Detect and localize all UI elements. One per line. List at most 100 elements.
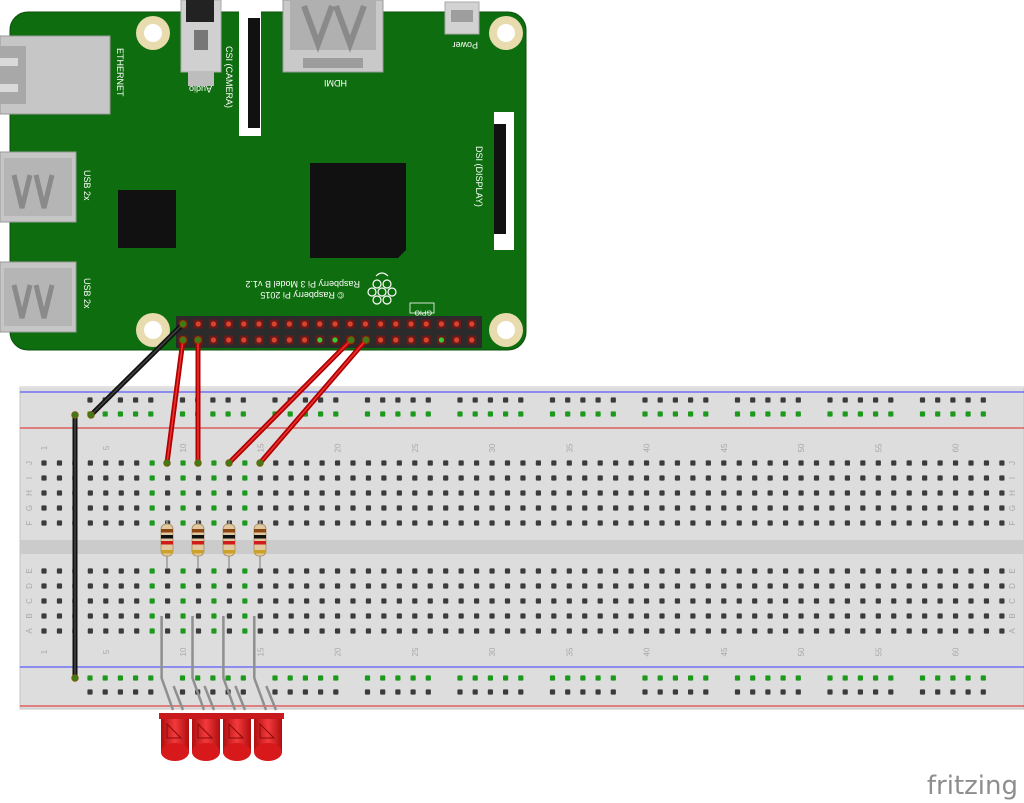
breadboard-hole <box>752 490 758 496</box>
rail-hole <box>950 411 956 417</box>
breadboard-hole <box>643 460 650 466</box>
breadboard-hole <box>721 583 727 589</box>
breadboard-hole <box>597 505 603 511</box>
breadboard-hole <box>443 505 449 511</box>
breadboard-hole <box>551 520 557 526</box>
breadboard-hole <box>334 598 341 604</box>
breadboard-hole <box>273 460 279 466</box>
breadboard-hole <box>304 490 310 496</box>
breadboard-hole <box>937 598 943 604</box>
breadboard-hole <box>365 520 372 526</box>
resistors <box>160 520 267 568</box>
rail-hole <box>672 411 678 417</box>
breadboard-hole <box>396 520 402 526</box>
breadboard-hole <box>968 505 974 511</box>
breadboard-hole <box>690 520 696 526</box>
rail-hole <box>965 675 971 681</box>
breadboard-hole <box>752 628 758 634</box>
breadboard-hole <box>690 568 696 574</box>
breadboard-hole <box>520 520 526 526</box>
rail-hole <box>688 675 694 681</box>
breadboard-hole <box>304 475 310 481</box>
model-line-1: Raspberry Pi 3 Model B v1.2 <box>245 279 360 289</box>
breadboard-hole <box>149 583 155 589</box>
mounting-holes <box>136 16 523 347</box>
breadboard-hole <box>149 613 155 619</box>
breadboard-hole <box>535 475 541 481</box>
breadboard-hole <box>427 475 433 481</box>
breadboard-hole <box>551 598 557 604</box>
breadboard-hole <box>288 460 294 466</box>
breadboard-hole <box>705 613 711 619</box>
breadboard-hole <box>149 568 155 574</box>
row-letter: D <box>1008 583 1017 589</box>
breadboard-hole <box>504 505 511 511</box>
breadboard-hole <box>474 460 480 466</box>
breadboard-hole <box>273 505 279 511</box>
gpio-pin <box>393 321 399 327</box>
breadboard-hole <box>597 613 603 619</box>
breadboard-hole <box>273 520 279 526</box>
breadboard-hole <box>705 460 711 466</box>
breadboard-hole <box>628 475 634 481</box>
breadboard-hole <box>582 520 588 526</box>
breadboard-hole <box>674 520 681 526</box>
breadboard-hole <box>690 628 696 634</box>
rail-hole <box>765 689 771 695</box>
rail-hole <box>117 411 123 417</box>
rail-hole <box>457 675 463 681</box>
rail-hole <box>410 411 416 417</box>
breadboard-hole <box>813 613 820 619</box>
rail-hole <box>935 411 941 417</box>
breadboard-hole <box>180 628 186 634</box>
breadboard-hole <box>597 460 603 466</box>
breadboard-hole <box>643 598 650 604</box>
breadboard-hole <box>891 475 897 481</box>
breadboard-hole <box>319 475 325 481</box>
usb-label-1: USB 2x <box>82 170 92 201</box>
rail-hole <box>642 689 648 695</box>
breadboard-hole <box>566 598 572 604</box>
breadboard-hole <box>489 475 495 481</box>
breadboard-hole <box>860 475 866 481</box>
breadboard-hole <box>474 583 480 589</box>
breadboard-hole <box>535 628 541 634</box>
column-number: 30 <box>488 443 497 452</box>
fritzing-watermark: fritzing <box>926 771 1018 801</box>
rail-hole <box>225 675 231 681</box>
breadboard-hole <box>134 475 140 481</box>
breadboard-hole <box>705 598 711 604</box>
breadboard-hole <box>566 490 572 496</box>
rail-hole <box>487 397 493 403</box>
breadboard-hole <box>535 460 541 466</box>
breadboard-hole <box>103 520 109 526</box>
rail-hole <box>240 689 246 695</box>
breadboard-hole <box>659 628 665 634</box>
breadboard-hole <box>628 490 634 496</box>
breadboard-hole <box>195 490 202 496</box>
breadboard-hole <box>922 598 928 604</box>
breadboard-hole <box>288 505 294 511</box>
breadboard-hole <box>474 568 480 574</box>
breadboard-hole <box>906 460 912 466</box>
breadboard-hole <box>783 475 789 481</box>
rail-hole <box>688 689 694 695</box>
breadboard-hole <box>659 568 665 574</box>
breadboard-hole <box>412 460 418 466</box>
breadboard-hole <box>412 598 418 604</box>
breadboard-hole <box>242 583 248 589</box>
breadboard-hole <box>458 628 464 634</box>
gpio-pin <box>408 321 414 327</box>
rail-hole <box>873 411 879 417</box>
breadboard-hole <box>705 490 711 496</box>
breadboard-hole <box>103 505 109 511</box>
breadboard-hole <box>551 613 557 619</box>
breadboard-hole <box>597 583 603 589</box>
breadboard-hole <box>597 490 603 496</box>
breadboard-hole <box>906 583 912 589</box>
breadboard-hole <box>597 520 603 526</box>
breadboard-hole <box>211 613 217 619</box>
breadboard-hole <box>304 520 310 526</box>
rail-hole <box>672 397 678 403</box>
rail-hole <box>425 675 431 681</box>
